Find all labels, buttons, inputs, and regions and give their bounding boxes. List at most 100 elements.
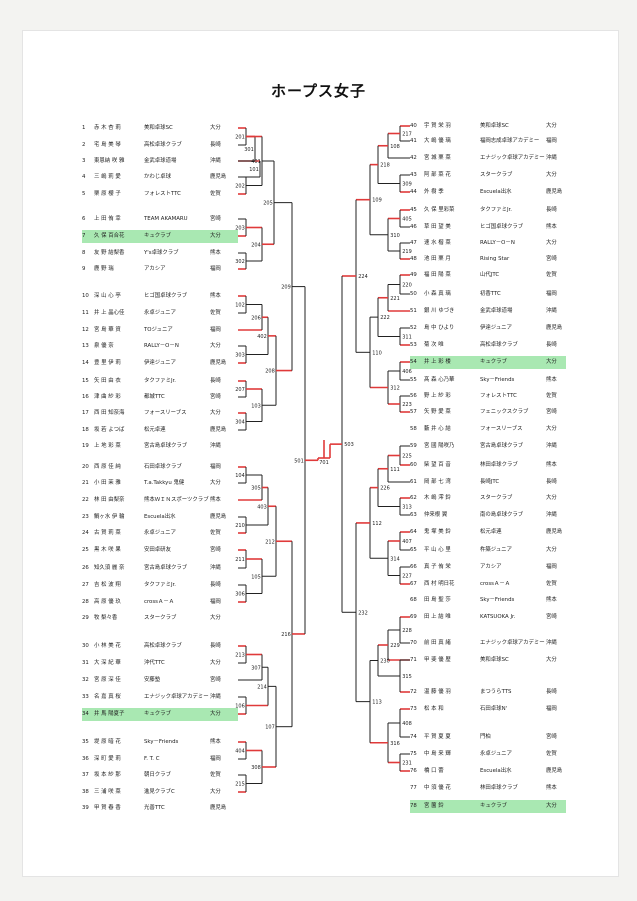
player-no: 66: [410, 563, 417, 570]
player-no: 46: [410, 223, 417, 230]
player-name: 矢 田 由 衣: [94, 377, 121, 384]
player-name: 豊 里 伊 莉: [94, 359, 121, 366]
match-number: 220: [402, 283, 412, 289]
player-name: 泉 優 奈: [94, 342, 114, 349]
player-pref: 佐賀: [546, 392, 557, 399]
match-number: 101: [249, 167, 259, 173]
player-club: タクファミJr.: [480, 206, 512, 213]
player-pref: 長崎: [210, 581, 221, 588]
player-pref: 大分: [210, 788, 221, 795]
player-name: 吉 松 波 翔: [94, 581, 121, 588]
player-pref: 宮崎: [546, 255, 557, 262]
player-name: 赤 木 杏 莉: [94, 124, 121, 131]
match-number: 113: [372, 700, 382, 706]
player-pref: 大分: [546, 656, 557, 663]
player-pref: 佐賀: [210, 771, 221, 778]
match-number: 313: [402, 505, 412, 511]
player-pref: 長崎: [210, 141, 221, 148]
player-club: 高松卓球クラブ: [144, 141, 182, 148]
player-club: Sky－Friends: [144, 738, 179, 745]
player-no: 68: [410, 596, 417, 603]
player-pref: 福岡: [210, 598, 221, 605]
player-no: 72: [410, 688, 417, 695]
player-name: 中 島 来 輝: [424, 750, 451, 757]
match-number: 228: [402, 628, 412, 634]
player-club: 都城TTC: [144, 393, 165, 400]
player-pref: 沖縄: [210, 693, 221, 700]
match-number: 227: [402, 574, 412, 580]
player-club: ヒゴ国卓球クラブ: [144, 292, 188, 299]
player-no: 15: [82, 377, 89, 384]
player-name: 宮 城 栗 菜: [424, 154, 451, 161]
player-pref: 沖縄: [546, 154, 557, 161]
match-number: 212: [265, 539, 275, 545]
player-pref: 長崎: [546, 688, 557, 695]
player-pref: 長崎: [546, 478, 557, 485]
player-club: Sky－Friends: [480, 596, 515, 603]
player-club: スタークラブ: [144, 614, 177, 621]
match-number: 202: [235, 184, 245, 190]
match-number: 301: [244, 147, 254, 153]
player-club: crossＡ－Ａ: [144, 598, 175, 605]
match-number: 214: [257, 684, 267, 690]
player-pref: 福岡: [210, 755, 221, 762]
player-pref: 鹿児島: [210, 426, 227, 433]
player-name: 宇 賀 栄 羽: [424, 122, 451, 129]
player-no: 56: [410, 392, 417, 399]
player-club: アカシア: [144, 265, 166, 272]
player-pref: 熊本: [546, 461, 557, 468]
player-club: 光善TTC: [144, 804, 165, 811]
player-no: 38: [82, 788, 89, 795]
player-name: 小 森 真 璃: [424, 290, 451, 297]
player-pref: 熊本: [546, 784, 557, 791]
player-pref: 鹿児島: [546, 528, 563, 535]
player-club: 熊本ＷＩＮスポーツクラブ: [144, 496, 209, 503]
player-no: 40: [410, 122, 417, 129]
final-match-number: 701: [319, 460, 329, 466]
player-name: 牧 梨々香: [94, 614, 118, 621]
player-no: 63: [410, 511, 417, 518]
player-name: 野 上 紗 彩: [424, 392, 451, 399]
player-no: 13: [82, 342, 89, 349]
player-pref: 沖縄: [546, 442, 557, 449]
player-no: 78: [410, 802, 417, 809]
player-no: 29: [82, 614, 89, 621]
player-club: まつうらTTS: [480, 688, 512, 695]
player-no: 41: [410, 137, 417, 144]
match-number: 208: [265, 369, 275, 375]
player-pref: 大分: [210, 232, 221, 239]
player-pref: 佐賀: [210, 190, 221, 197]
player-no: 2: [82, 141, 86, 148]
player-pref: 大分: [210, 479, 221, 486]
player-pref: 大分: [210, 124, 221, 131]
player-no: 11: [82, 309, 89, 316]
match-number: 201: [235, 135, 245, 141]
match-number: 503: [344, 442, 354, 448]
player-club: 杵築ジュニア: [480, 546, 512, 553]
player-club: 山代JTC: [480, 271, 500, 278]
match-number: 203: [235, 226, 245, 232]
player-name: 甲 賀 春 香: [94, 804, 121, 811]
player-club: フェニックスクラブ: [480, 408, 529, 415]
player-no: 32: [82, 676, 89, 683]
player-pref: 熊本: [210, 496, 221, 503]
player-name: 岡 部 七 湾: [424, 478, 451, 485]
player-name: 木 嶋 澪 鈴: [424, 494, 451, 501]
match-number: 304: [235, 420, 245, 426]
player-club: 進見クラブC: [144, 788, 175, 795]
player-name: 菊 次 唯: [424, 341, 444, 348]
player-no: 53: [410, 341, 417, 348]
